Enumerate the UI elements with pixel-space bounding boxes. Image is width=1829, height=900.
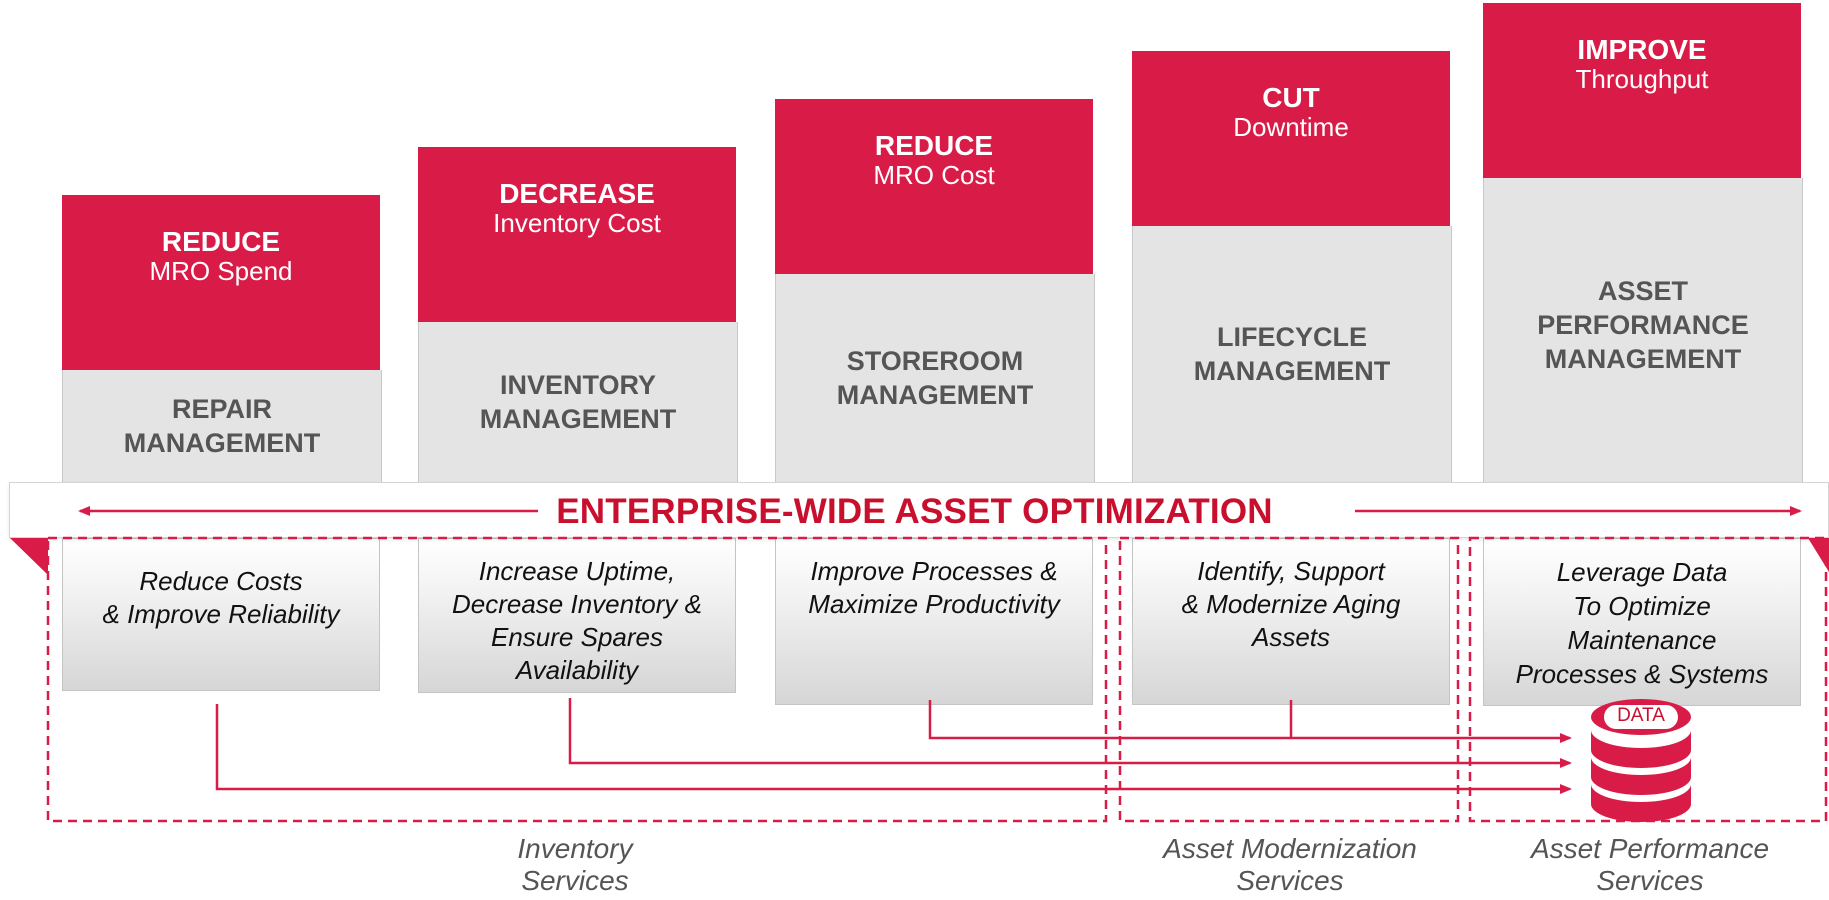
- benefit-box: Increase Uptime, Decrease Inventory & En…: [418, 538, 736, 693]
- management-label: STOREROOM MANAGEMENT: [836, 346, 1034, 410]
- goal-block: REDUCE MRO Spend: [62, 195, 380, 370]
- goal-block: IMPROVE Throughput: [1483, 3, 1801, 178]
- benefit-text: Leverage Data To Optimize Maintenance Pr…: [1515, 557, 1769, 689]
- group-label-modernization: Asset Modernization Services: [1163, 833, 1417, 896]
- column-inventory: DECREASE Inventory Cost INVENTORY MANAGE…: [418, 147, 738, 697]
- management-label: ASSET PERFORMANCE MANAGEMENT: [1537, 276, 1749, 374]
- benefit-text: Improve Processes & Maximize Productivit…: [808, 556, 1060, 619]
- data-flows: [215, 698, 1572, 794]
- database-icon: [1591, 699, 1691, 822]
- goal-verb: REDUCE: [874, 130, 994, 161]
- flow-repair: [215, 704, 1572, 794]
- benefit-box: Leverage Data To Optimize Maintenance Pr…: [1483, 538, 1801, 706]
- right-corner-tab: [1808, 538, 1829, 572]
- band-title: ENTERPRISE-WIDE ASSET OPTIMIZATION: [556, 492, 1273, 531]
- goal-block: CUT Downtime: [1132, 51, 1450, 226]
- asset-modernization-outline: [1118, 536, 1460, 823]
- goal-verb: DECREASE: [499, 178, 655, 209]
- column-asset-performance: IMPROVE Throughput ASSET PERFORMANCE MAN…: [1483, 3, 1803, 709]
- goal-block: DECREASE Inventory Cost: [418, 147, 736, 322]
- goal-verb: IMPROVE: [1577, 34, 1707, 65]
- goal-verb: CUT: [1262, 82, 1320, 113]
- goal-object: MRO Spend: [149, 256, 293, 286]
- group-label-inventory: Inventory Services: [517, 833, 633, 896]
- goal-verb: REDUCE: [161, 226, 281, 257]
- benefit-text: Increase Uptime, Decrease Inventory & En…: [451, 556, 702, 685]
- management-block: INVENTORY MANAGEMENT: [418, 322, 738, 482]
- benefit-text: Identify, Support & Modernize Aging Asse…: [1181, 556, 1401, 652]
- column-storeroom: REDUCE MRO Cost STOREROOM MANAGEMENT Imp…: [775, 99, 1095, 709]
- goal-object: Downtime: [1233, 112, 1349, 142]
- group-label-asset-performance: Asset Performance Services: [1530, 833, 1770, 896]
- data-label: DATA: [1617, 705, 1665, 726]
- benefit-text: Reduce Costs & Improve Reliability: [102, 566, 340, 629]
- goal-object: Throughput: [1575, 64, 1709, 94]
- management-block: STOREROOM MANAGEMENT: [775, 274, 1095, 482]
- benefit-box: Improve Processes & Maximize Productivit…: [775, 538, 1093, 705]
- management-block: LIFECYCLE MANAGEMENT: [1132, 226, 1452, 482]
- column-repair: REDUCE MRO Spend REPAIR MANAGEMENT Reduc…: [62, 195, 382, 695]
- management-label: LIFECYCLE MANAGEMENT: [1193, 322, 1391, 386]
- management-label: REPAIR MANAGEMENT: [123, 394, 321, 458]
- management-block: ASSET PERFORMANCE MANAGEMENT: [1483, 178, 1803, 482]
- left-corner-tab: [10, 538, 48, 575]
- flow-inventory: [568, 698, 1572, 768]
- goal-block: REDUCE MRO Cost: [775, 99, 1093, 274]
- group-outlines: [46, 536, 1828, 823]
- management-block: REPAIR MANAGEMENT: [62, 370, 382, 482]
- goal-object: Inventory Cost: [493, 208, 661, 238]
- goal-object: MRO Cost: [873, 160, 995, 190]
- management-label: INVENTORY MANAGEMENT: [479, 370, 677, 434]
- inventory-services-outline: [46, 536, 1108, 823]
- flow-storeroom: [928, 700, 1572, 743]
